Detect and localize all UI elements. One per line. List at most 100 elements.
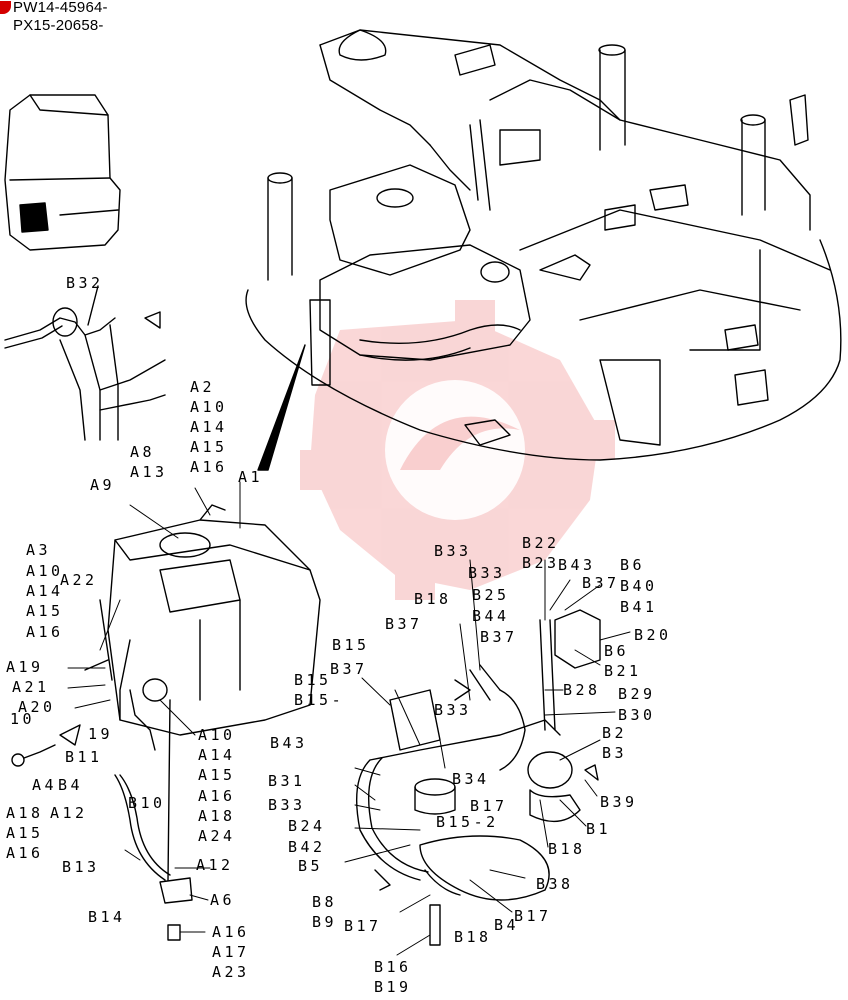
- callout-left-a3: A3: [26, 541, 52, 559]
- callout-b25: B25: [472, 586, 510, 604]
- callout-a19: A19: [6, 658, 44, 676]
- callout-b37-c: B37: [480, 628, 518, 646]
- callout-19: 19: [88, 725, 114, 743]
- callout-b28: B28: [563, 681, 601, 699]
- callout-right-a18: A18: [198, 807, 236, 825]
- callout-a9: A9: [90, 476, 116, 494]
- callout-right-a24: A24: [198, 827, 236, 845]
- callout-b15-b: B15: [294, 671, 332, 689]
- callout-b5: B5: [298, 857, 324, 875]
- callout-a1: A1: [238, 468, 264, 486]
- callout-a12: A12: [196, 856, 234, 874]
- callout-b14: B14: [88, 908, 126, 926]
- watermark-swoosh: [400, 416, 520, 470]
- callout-b37-d: B37: [330, 660, 368, 678]
- callout-b43-a: B43: [558, 556, 596, 574]
- callout-b41: B41: [620, 598, 658, 616]
- callout-b38: B38: [536, 875, 574, 893]
- callout-b33-b: B33: [468, 564, 506, 582]
- callout-b33-a: B33: [434, 542, 472, 560]
- callout-a15: A15: [190, 438, 228, 456]
- callout-right-a15: A15: [198, 766, 236, 784]
- revolving-frame: [245, 29, 842, 471]
- callout-b10: B10: [128, 794, 166, 812]
- serial-range-1: PW14-45964-: [13, 0, 108, 16]
- callout-b13: B13: [62, 858, 100, 876]
- callout-a10: A10: [190, 398, 228, 416]
- callout-b20: B20: [634, 626, 672, 644]
- leader-lines: [67, 481, 631, 956]
- callout-a6: A6: [210, 891, 236, 909]
- callout-b15-c: B15-: [294, 691, 345, 709]
- callout-b32: B32: [66, 274, 104, 292]
- callout-b16: B16: [374, 958, 412, 976]
- callout-b24: B24: [288, 817, 326, 835]
- callout-b4-b: B4: [494, 916, 520, 934]
- callout-b31: B31: [268, 772, 306, 790]
- callout-b15-a: B15: [332, 636, 370, 654]
- callout-b18-a: B18: [414, 590, 452, 608]
- callout-a17: A17: [212, 943, 250, 961]
- callout-b33-d: B33: [268, 796, 306, 814]
- left-pipe-cluster: [4, 285, 166, 441]
- callout-b18-b: B18: [548, 840, 586, 858]
- red-marker-icon: [0, 1, 11, 14]
- callout-a12-left: A12: [50, 804, 88, 822]
- callout-b30: B30: [618, 706, 656, 724]
- callout-b6-a: B6: [620, 556, 646, 574]
- callout-b33-c: B33: [434, 701, 472, 719]
- callout-right-a10: A10: [198, 726, 236, 744]
- callout-10: 10: [10, 710, 36, 728]
- callout-a14: A14: [190, 418, 228, 436]
- callout-b17-a: B17: [470, 797, 508, 815]
- callout-right-a16: A16: [198, 787, 236, 805]
- callout-b42: B42: [288, 838, 326, 856]
- serial-range-2: PX15-20658-: [13, 17, 104, 34]
- callout-a15-bottom: A15: [6, 824, 44, 842]
- callout-a16-bottom: A16: [6, 844, 44, 862]
- callout-a13: A13: [130, 463, 168, 481]
- callout-b23: B23: [522, 554, 560, 572]
- callout-right-a14: A14: [198, 746, 236, 764]
- callout-b17-b: B17: [344, 917, 382, 935]
- cab-thumbnail: [4, 94, 121, 251]
- callout-b37-b: B37: [385, 615, 423, 633]
- callout-a18: A18: [6, 804, 44, 822]
- callout-a16-c: A16: [212, 923, 250, 941]
- callout-b18-c: B18: [454, 928, 492, 946]
- callout-b6-b: B6: [604, 642, 630, 660]
- callout-left-a14: A14: [26, 582, 64, 600]
- callout-b44: B44: [472, 607, 510, 625]
- callout-b40: B40: [620, 577, 658, 595]
- callout-a8: A8: [130, 443, 156, 461]
- callout-b39: B39: [600, 793, 638, 811]
- callout-a4: A4: [32, 776, 58, 794]
- callout-b34: B34: [452, 770, 490, 788]
- callout-left-a15: A15: [26, 602, 64, 620]
- callout-a23: A23: [212, 963, 250, 981]
- callout-b37-a: B37: [582, 574, 620, 592]
- callout-left-a22: A22: [60, 571, 98, 589]
- callout-b19: B19: [374, 978, 412, 996]
- callout-b22: B22: [522, 534, 560, 552]
- callout-b29: B29: [618, 685, 656, 703]
- callout-a20: A20: [18, 698, 56, 716]
- callout-a21: A21: [12, 678, 50, 696]
- callout-b17-c: B17: [514, 907, 552, 925]
- callout-b8: B8: [312, 893, 338, 911]
- callout-b3: B3: [602, 744, 628, 762]
- fuel-tank-assembly: [11, 504, 321, 941]
- callout-b1: B1: [586, 820, 612, 838]
- callout-b21: B21: [604, 662, 642, 680]
- callout-b11: B11: [65, 748, 103, 766]
- callout-b4: B4: [58, 776, 84, 794]
- callout-b2: B2: [602, 724, 628, 742]
- callout-b9: B9: [312, 913, 338, 931]
- callout-b43-b: B43: [270, 734, 308, 752]
- callout-a16: A16: [190, 458, 228, 476]
- callout-left-a10: A10: [26, 562, 64, 580]
- callout-left-a16: A16: [26, 623, 64, 641]
- callout-b15-d: B15-2: [436, 813, 499, 831]
